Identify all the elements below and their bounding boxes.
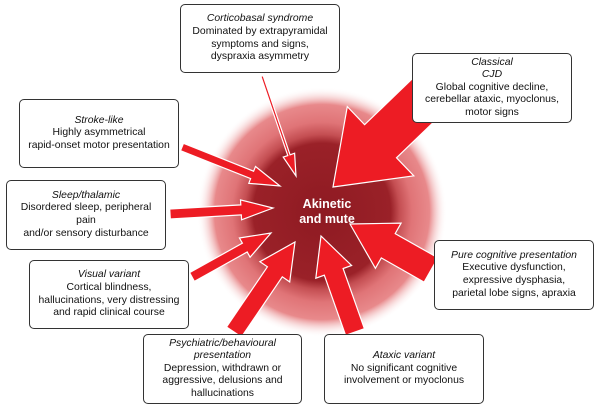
arrow-stroke-like (179, 142, 282, 187)
node-title: CJD (481, 69, 503, 81)
arrow-pure-cognitive (348, 222, 439, 284)
node-stroke-like: Stroke-like Highly asymmetrical rapid-on… (19, 99, 179, 168)
node-text: Global cognitive decline, (435, 81, 549, 93)
node-visual: Visual variant Cortical blindness, hallu… (29, 260, 189, 329)
node-title: Corticobasal syndrome (206, 13, 314, 25)
node-title: presentation (193, 350, 252, 362)
node-text: parietal lobe signs, apraxia (452, 287, 576, 299)
node-pure-cognitive: Pure cognitive presentation Executive dy… (434, 240, 594, 310)
node-text: symptoms and signs, (211, 38, 309, 50)
node-title: Stroke-like (74, 114, 124, 126)
arrow-sleep-thalamic (169, 199, 276, 221)
node-text: involvement or myoclonus (343, 375, 465, 387)
node-title: Ataxic variant (372, 350, 436, 362)
center-label-line: and mute (299, 212, 355, 226)
node-classical: Classical CJD Global cognitive decline, … (412, 53, 572, 123)
node-text: hallucinations, very distressing (38, 294, 180, 306)
node-text: aggressive, delusions and (162, 375, 283, 387)
node-text: cerebellar ataxic, myoclonus, (425, 94, 559, 106)
node-text: Cortical blindness, (66, 281, 152, 293)
node-title: Visual variant (77, 269, 141, 281)
node-text: and/or sensory disturbance (23, 227, 149, 239)
arrow-ataxic (315, 234, 366, 337)
node-text: and rapid clinical course (53, 307, 165, 319)
node-title: Psychiatric/behavioural (169, 337, 276, 349)
node-psychiatric: Psychiatric/behavioural presentation Dep… (143, 334, 302, 404)
node-sleep-thalamic: Sleep/thalamic Disordered sleep, periphe… (6, 180, 166, 250)
node-text: No significant cognitive (350, 362, 458, 374)
node-text: dyspraxia asymmetry (210, 51, 310, 63)
node-text: Executive dysfunction, (462, 262, 566, 274)
node-title: Sleep/thalamic (51, 189, 121, 201)
arrow-visual (188, 232, 273, 283)
node-corticobasal: Corticobasal syndrome Dominated by extra… (180, 4, 340, 73)
node-ataxic: Ataxic variant No significant cognitive … (324, 334, 484, 404)
center-label-line: Akinetic (302, 197, 352, 211)
node-title: Classical (471, 56, 513, 68)
arrow-corticobasal (260, 74, 297, 179)
center-label: Akinetic and mute (272, 197, 382, 227)
node-text: Depression, withdrawn or (163, 362, 282, 374)
node-text: Highly asymmetrical (52, 127, 146, 139)
node-title: Pure cognitive presentation (451, 249, 577, 261)
node-text: Dominated by extrapyramidal (192, 25, 328, 37)
node-text: hallucinations (191, 387, 254, 399)
node-text: Disordered sleep, peripheral pain (20, 202, 152, 226)
node-text: expressive dysphasia, (462, 275, 566, 286)
arrow-psychiatric (225, 240, 296, 338)
node-text: rapid-onset motor presentation (28, 139, 170, 151)
node-text: motor signs (465, 106, 519, 118)
